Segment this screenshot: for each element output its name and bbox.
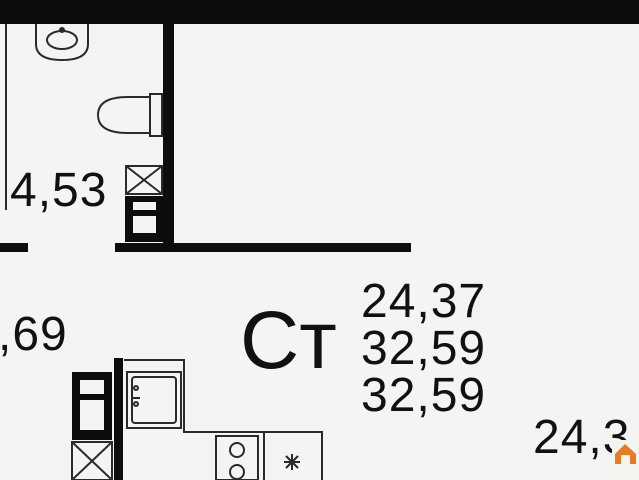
- riser-block: [125, 196, 164, 242]
- area-value-2: 32,59: [361, 322, 487, 375]
- wall-kitchen: [114, 358, 123, 480]
- ventilation-shaft-icon: [125, 165, 163, 195]
- wall-top: [0, 0, 639, 24]
- area-value-3: 32,59: [361, 369, 487, 422]
- room-code-label: Ст: [240, 295, 337, 386]
- toilet-icon: [96, 93, 163, 137]
- appliance-star-icon: [284, 454, 300, 470]
- logo-icon: [612, 440, 639, 466]
- area-value-1: 24,37: [361, 275, 487, 328]
- kitchen-sink-icon: [126, 371, 182, 429]
- wall-partition-left: [0, 243, 28, 252]
- wall-bathroom-right: [163, 22, 174, 248]
- kitchen-counter: [124, 359, 323, 480]
- wall-partition-right: [115, 243, 411, 252]
- left-room-area-label: ,69: [0, 308, 68, 361]
- sink-icon: [35, 24, 89, 62]
- bathroom-area-label: 4,53: [10, 164, 108, 217]
- cabinet-icon: [72, 372, 112, 440]
- stove-icon: [215, 435, 259, 480]
- ventilation-shaft-lower-icon: [71, 441, 113, 480]
